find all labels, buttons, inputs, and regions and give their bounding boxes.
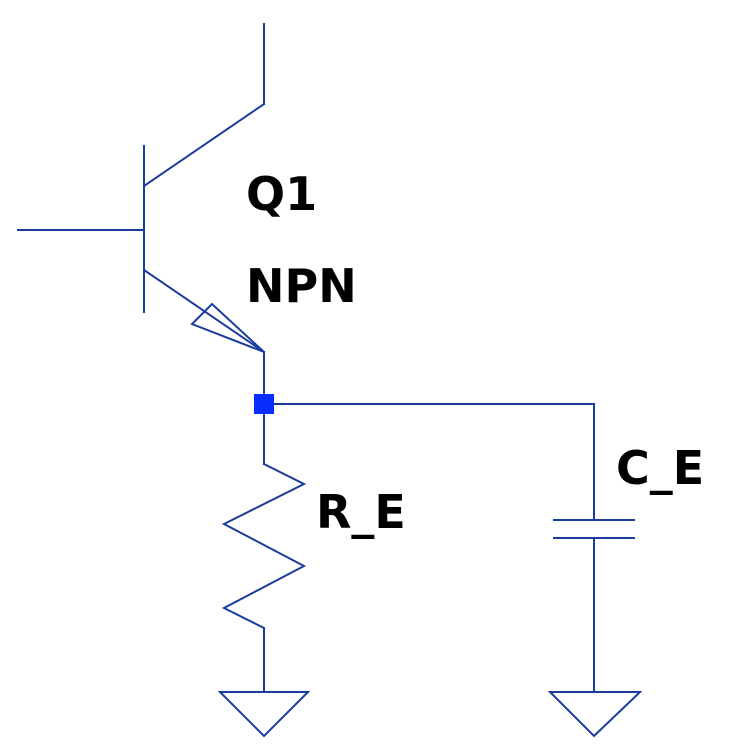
resistor-ref-label: R_E	[316, 485, 406, 539]
transistor-ref-label: Q1	[246, 167, 317, 221]
emitter-arrow-icon	[190, 302, 265, 353]
collector-diagonal-wire	[142, 102, 266, 188]
capacitor-ref-label: C_E	[616, 441, 704, 495]
transistor-type-label: NPN	[246, 259, 357, 313]
npn-transistor[interactable]	[17, 23, 266, 354]
resistor-ground-icon	[217, 691, 311, 738]
emitter-resistor[interactable]	[221, 462, 307, 693]
resistor-zigzag-icon	[221, 462, 307, 693]
capacitor-ground-icon	[547, 691, 643, 738]
junction-dot	[254, 394, 274, 414]
bypass-capacitor[interactable]	[553, 519, 635, 693]
